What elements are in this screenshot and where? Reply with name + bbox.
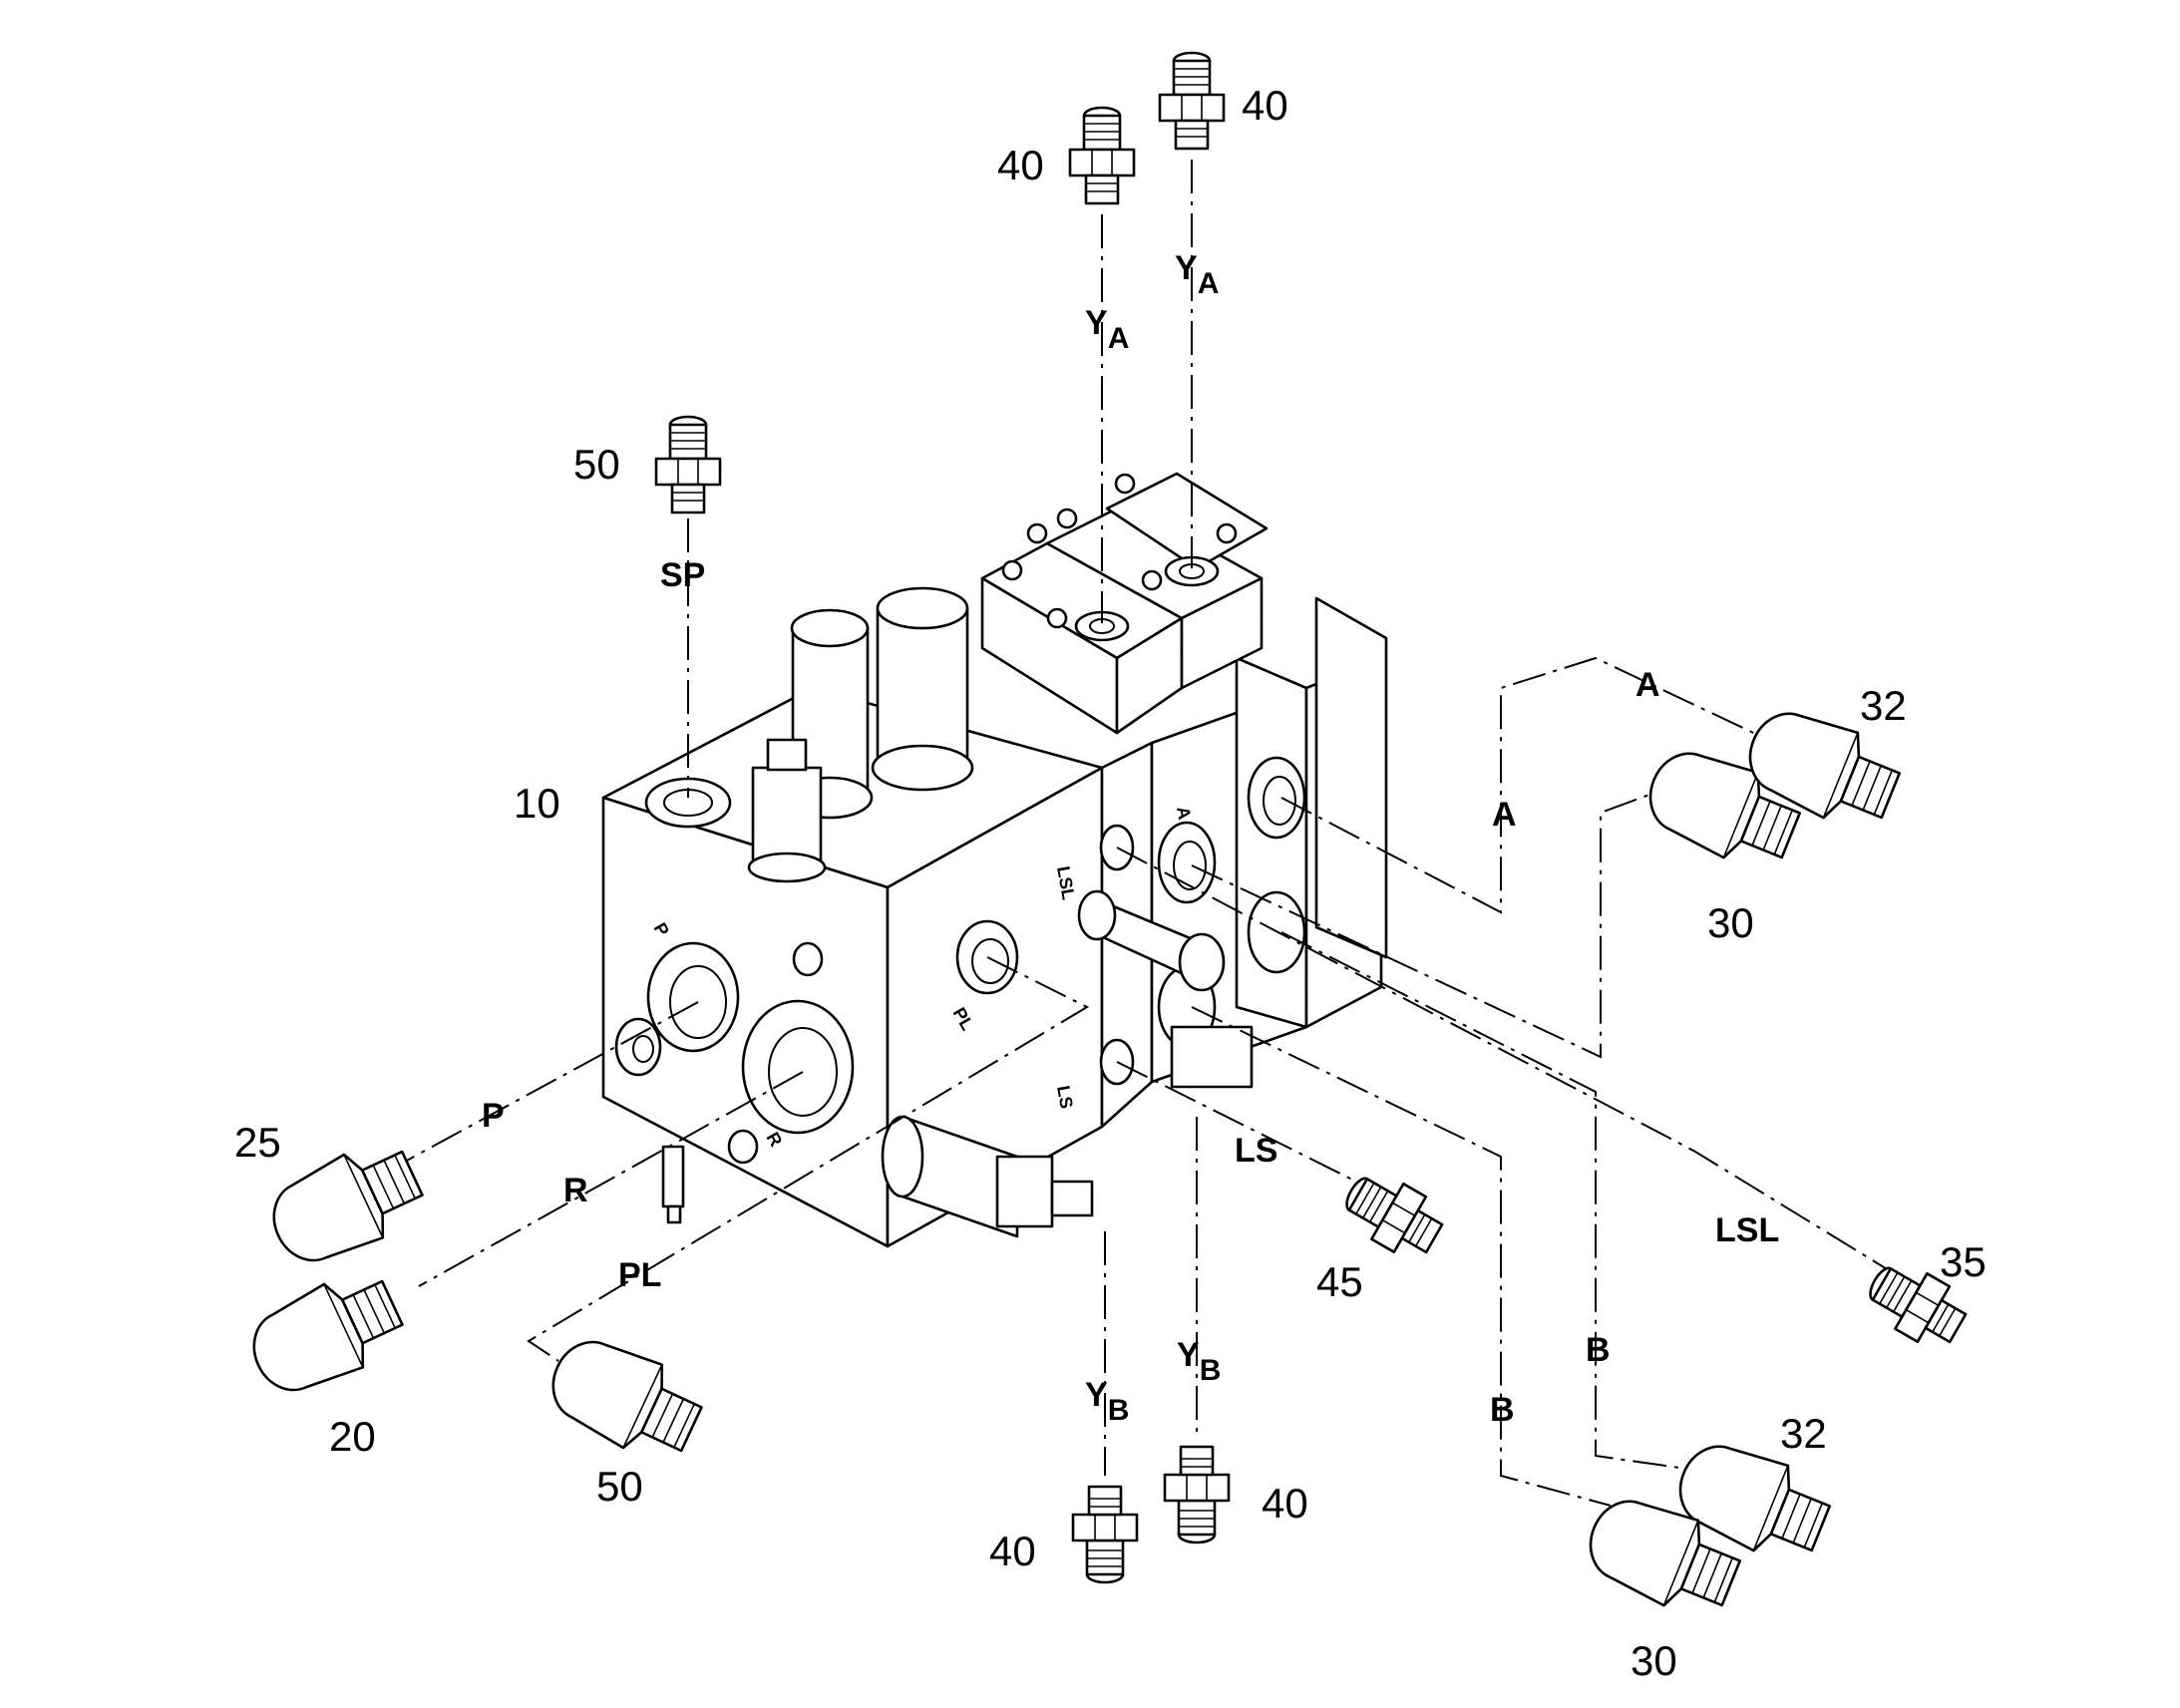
part-number-30-upper: 30 — [1707, 899, 1754, 946]
part-number-35: 35 — [1940, 1238, 1987, 1285]
part-number-45: 45 — [1316, 1258, 1363, 1305]
port-labels: SP P R PL LS LSL A A B B YA YA YB YB — [482, 249, 1779, 1429]
port-label-b-lower: B — [1490, 1391, 1515, 1429]
valve-sections — [1077, 596, 1388, 1129]
part-number-25: 25 — [234, 1119, 281, 1166]
port-label-b-upper: B — [1586, 1331, 1611, 1369]
part-number-50-bottom: 50 — [596, 1463, 643, 1510]
port-label-p: P — [482, 1097, 505, 1135]
part-number-10: 10 — [514, 780, 560, 827]
pilot-heads — [980, 472, 1269, 735]
part-number-50-top: 50 — [573, 441, 620, 488]
port-label-pl: PL — [618, 1256, 661, 1294]
part-number-32-lower: 32 — [1780, 1410, 1827, 1457]
part-number-40-d: 40 — [1262, 1480, 1308, 1527]
port-label-a-lower: A — [1492, 796, 1517, 834]
part-number-40-b: 40 — [1242, 82, 1288, 129]
port-label-ya-right: YA — [1175, 249, 1219, 300]
port-label-ya-left: YA — [1085, 304, 1129, 355]
port-label-lsl: LSL — [1715, 1211, 1779, 1249]
port-label-sp: SP — [660, 556, 705, 594]
port-label-a-upper: A — [1635, 666, 1660, 704]
face-mark-a: A — [1173, 805, 1195, 821]
port-label-yb-right: YB — [1177, 1336, 1221, 1387]
part-number-40-c: 40 — [989, 1528, 1036, 1574]
port-label-yb-left: YB — [1085, 1376, 1129, 1427]
part-numbers: 10 50 40 40 32 30 25 20 50 45 35 32 40 4… — [234, 82, 1987, 1684]
center-lines — [358, 160, 1916, 1507]
part-number-30-lower: 30 — [1631, 1637, 1677, 1684]
port-label-ls: LS — [1235, 1132, 1277, 1170]
face-mark-ls: LS — [1053, 1084, 1077, 1110]
port-label-r: R — [563, 1172, 588, 1209]
valve-block-body — [601, 586, 1104, 1248]
part-number-20: 20 — [329, 1413, 376, 1460]
part-number-32-upper: 32 — [1860, 682, 1907, 729]
part-number-40-a: 40 — [997, 142, 1044, 188]
